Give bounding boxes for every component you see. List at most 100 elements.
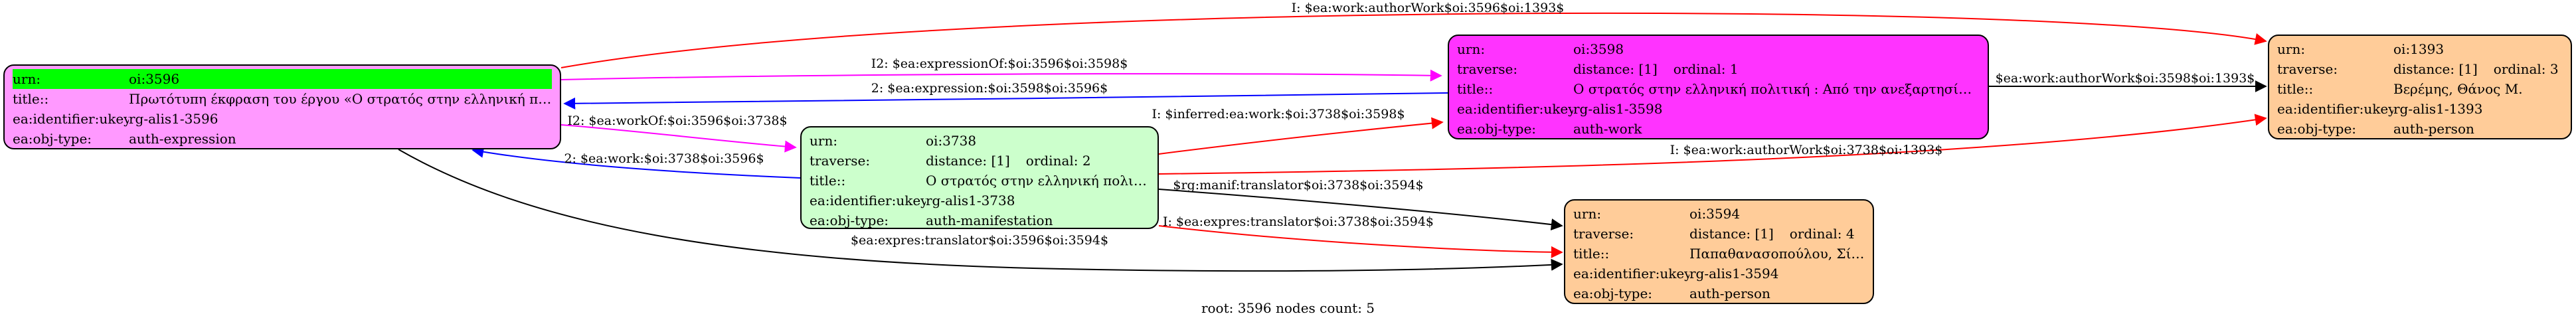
node-type-row: ea:obj-type: auth-manifestation (810, 210, 1150, 230)
urn-value: oi:3738 (926, 133, 977, 149)
ukey-key: ea:identifier:ukey (1573, 266, 1689, 282)
edge-author-3738-1393 (1158, 114, 2267, 175)
edge-expr-3598-3596 (563, 92, 1448, 110)
node-urn-row: urn: oi:3598 (1457, 39, 1980, 59)
node-type-row: ea:obj-type: auth-work (1457, 119, 1980, 139)
node-title-row: title:: Ο στρατός στην ελληνική πολιτική… (1457, 79, 1980, 99)
ukey-key: ea:identifier:ukey (13, 111, 129, 127)
urn-key: urn: (2277, 41, 2306, 57)
urn-key: urn: (1457, 41, 1486, 57)
distance-value: distance: [1] (1573, 61, 1658, 77)
edge-inferred-3738-3598 (1158, 117, 1444, 155)
ukey-value: rg-alis1-3594 (1689, 266, 1779, 282)
edge-work-3738-3596 (472, 145, 801, 179)
title-key: title:: (1457, 81, 1494, 97)
urn-value: oi:3598 (1573, 41, 1624, 57)
edge-label-author-3738-1393: I: $ea:work:authorWork$oi:3738$oi:1393$ (1670, 143, 1943, 157)
node-ukey-row: ea:identifier:ukey rg-alis1-1393 (2277, 99, 2563, 119)
edge-label-exprtrans-3738-3594: I: $ea:expres:translator$oi:3738$oi:3594… (1163, 214, 1434, 229)
node-title-row: title:: Βερέμης, Θάνος Μ. (2277, 79, 2563, 99)
edge-author-3596-1393 (560, 12, 2267, 68)
node-traverse-row: traverse: distance: [1] ordinal: 2 (810, 151, 1150, 171)
traverse-value: distance: [1] ordinal: 3 (2393, 59, 2563, 79)
title-key: title:: (1573, 246, 1610, 262)
edge-exprtrans-3596-3594 (398, 149, 1563, 272)
node-type-row: ea:obj-type: auth-person (1573, 284, 1865, 303)
node-3596[interactable]: urn: oi:3596 title:: Πρωτότυπη έκφραση τ… (3, 64, 561, 149)
graph-footer: root: 3596 nodes count: 5 (1201, 300, 1375, 316)
node-title-row: title:: Ο στρατός στην ελληνική πολιτική (810, 171, 1150, 191)
edge-label-exprtrans-3596-3594: $ea:expres:translator$oi:3596$oi:3594$ (851, 233, 1108, 248)
node-3598[interactable]: urn: oi:3598 traverse: distance: [1] ordi… (1448, 35, 1989, 139)
title-key: title:: (810, 173, 846, 189)
title-value: Πρωτότυπη έκφραση του έργου «Ο στρατός σ… (129, 91, 552, 107)
ukey-key: ea:identifier:ukey (810, 193, 926, 208)
edge-label-workof-3596-3738: I2: $ea:workOf:$oi:3596$oi:3738$ (567, 114, 787, 128)
edge-translator-3738-3594 (1158, 189, 1563, 231)
traverse-value: distance: [1] ordinal: 1 (1573, 59, 1980, 79)
node-ukey-row: ea:identifier:ukey rg-alis1-3594 (1573, 264, 1865, 284)
node-3594[interactable]: urn: oi:3594 traverse: distance: [1] ordi… (1564, 199, 1874, 304)
ukey-value: rg-alis1-1393 (2393, 101, 2483, 117)
edge-label-inferred-3738-3598: I: $inferred:ea:work:$oi:3738$oi:3598$ (1152, 107, 1405, 122)
title-value: Ο στρατός στην ελληνική πολιτική : Από τ… (1573, 81, 1980, 97)
node-ukey-row: ea:identifier:ukey rg-alis1-3738 (810, 191, 1150, 210)
edge-exprtrans-3738-3594 (1158, 225, 1563, 258)
node-title-row: title:: Παπαθανασοπούλου, Σίλια (1573, 244, 1865, 264)
edge-label-work-3738-3596: 2: $ea:work:$oi:3738$oi:3596$ (564, 151, 764, 166)
type-value: auth-person (2393, 121, 2474, 137)
traverse-key: traverse: (2277, 61, 2338, 77)
ukey-key: ea:identifier:ukey (2277, 101, 2393, 117)
node-type-row: ea:obj-type: auth-expression (13, 129, 552, 149)
edge-workof-3596-3738 (560, 124, 797, 153)
edge-label-author-3596-1393: I: $ea:work:authorWork$oi:3596$oi:1393$ (1292, 1, 1565, 15)
urn-key: urn: (810, 133, 838, 149)
node-3738[interactable]: urn: oi:3738 traverse: distance: [1] ordi… (800, 126, 1159, 229)
type-value: auth-work (1573, 121, 1642, 137)
ordinal-value: ordinal: 4 (1789, 226, 1855, 242)
urn-value: oi:3594 (1689, 206, 1741, 222)
ukey-key: ea:identifier:ukey (1457, 101, 1573, 117)
type-key: ea:obj-type: (1457, 121, 1537, 137)
edge-exprof-3596-3598 (560, 69, 1442, 82)
title-key: title:: (2277, 81, 2314, 97)
node-traverse-row: traverse: distance: [1] ordinal: 3 (2277, 59, 2563, 79)
urn-key: urn: (1573, 206, 1602, 222)
node-urn-row: urn: oi:3594 (1573, 204, 1865, 224)
node-ukey-row: ea:identifier:ukey rg-alis1-3598 (1457, 99, 1980, 119)
ordinal-value: ordinal: 3 (2493, 61, 2559, 77)
node-traverse-row: traverse: distance: [1] ordinal: 4 (1573, 224, 1865, 244)
distance-value: distance: [1] (2393, 61, 2478, 77)
title-value: Παπαθανασοπούλου, Σίλια (1689, 246, 1865, 262)
urn-key: urn: (13, 71, 41, 87)
title-value: Ο στρατός στην ελληνική πολιτική (926, 173, 1150, 189)
node-ukey-row: ea:identifier:ukey rg-alis1-3596 (13, 109, 552, 129)
type-key: ea:obj-type: (2277, 121, 2357, 137)
type-value: auth-expression (129, 131, 236, 147)
type-key: ea:obj-type: (1573, 285, 1653, 301)
node-title-row: title:: Πρωτότυπη έκφραση του έργου «Ο σ… (13, 89, 552, 109)
title-value: Βερέμης, Θάνος Μ. (2393, 81, 2523, 97)
traverse-key: traverse: (1457, 61, 1518, 77)
node-urn-row: urn: oi:3596 (13, 69, 552, 89)
ukey-value: rg-alis1-3598 (1573, 101, 1663, 117)
ordinal-value: ordinal: 1 (1673, 61, 1739, 77)
traverse-key: traverse: (810, 153, 871, 169)
node-1393[interactable]: urn: oi:1393 traverse: distance: [1] ordi… (2268, 35, 2572, 139)
urn-value: oi:3596 (129, 71, 180, 87)
traverse-key: traverse: (1573, 226, 1634, 242)
type-value: auth-manifestation (926, 212, 1053, 228)
node-urn-row: urn: oi:3738 (810, 131, 1150, 151)
distance-value: distance: [1] (1689, 226, 1774, 242)
node-traverse-row: traverse: distance: [1] ordinal: 1 (1457, 59, 1980, 79)
ukey-value: rg-alis1-3596 (129, 111, 218, 127)
edge-label-translator-3738-3594: $rg:manif:translator$oi:3738$oi:3594$ (1173, 178, 1423, 193)
node-urn-row: urn: oi:1393 (2277, 39, 2563, 59)
node-type-row: ea:obj-type: auth-person (2277, 119, 2563, 139)
type-key: ea:obj-type: (810, 212, 889, 228)
traverse-value: distance: [1] ordinal: 4 (1689, 224, 1865, 244)
distance-value: distance: [1] (926, 153, 1010, 169)
urn-value: oi:1393 (2393, 41, 2445, 57)
ordinal-value: ordinal: 2 (1025, 153, 1091, 169)
